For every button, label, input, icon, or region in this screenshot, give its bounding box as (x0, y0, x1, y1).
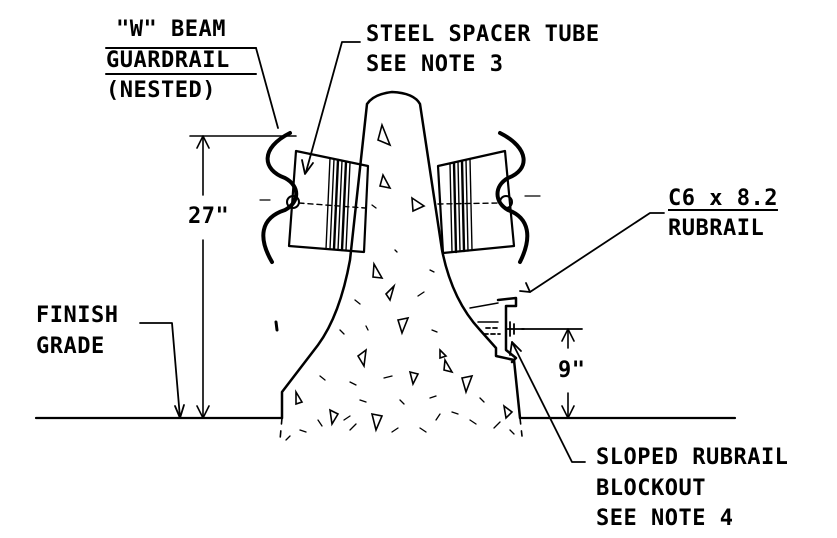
dimension-9-label: 9" (558, 358, 586, 383)
footing-boundary (279, 417, 523, 441)
concrete-speckle (274, 204, 515, 441)
right-spacer-tube (436, 149, 516, 255)
spacer-arrow (301, 159, 314, 175)
rubrail-leader (529, 212, 665, 293)
finish-grade-label-line1: FINISH (36, 303, 119, 328)
spacer-tube-label-line1: STEEL SPACER TUBE (366, 22, 600, 47)
spacer-tube-label-line2: SEE NOTE 3 (366, 52, 504, 77)
w-beam-label-line3: (NESTED) (106, 78, 216, 103)
blockout-label-line2: BLOCKOUT (596, 476, 706, 501)
rubrail-label: RUBRAIL (668, 216, 765, 241)
dimension-27-label: 27" (188, 204, 230, 229)
guardrail-bolts (259, 195, 541, 209)
rubrail-arrow (519, 282, 531, 293)
left-w-beam-guardrail (261, 131, 299, 264)
grade-arrow (174, 404, 185, 419)
w-beam-label-line2: GUARDRAIL (106, 48, 230, 73)
finish-grade-label-line2: GRADE (36, 334, 105, 359)
rubrail-size-label: C6 x 8.2 (668, 186, 778, 211)
dimension-27 (189, 135, 297, 419)
blockout-leader (511, 341, 586, 463)
through-bolt (298, 202, 501, 209)
spacer-leader (305, 41, 361, 173)
w-beam-leader (255, 47, 279, 129)
dimension-9 (561, 328, 575, 419)
blockout-label-line1: SLOPED RUBRAIL (596, 445, 789, 470)
rubrail-channel (469, 296, 518, 364)
right-w-beam-guardrail (495, 131, 530, 264)
grade-leader (139, 322, 181, 419)
barrier-outline (280, 90, 522, 420)
blockout-arrow (509, 341, 522, 356)
rubrail-bolt (483, 321, 583, 337)
w-beam-label-line1: "W" BEAM (116, 17, 226, 42)
concrete-aggregate (295, 122, 514, 433)
blockout-label-line3: SEE NOTE 4 (596, 506, 734, 531)
